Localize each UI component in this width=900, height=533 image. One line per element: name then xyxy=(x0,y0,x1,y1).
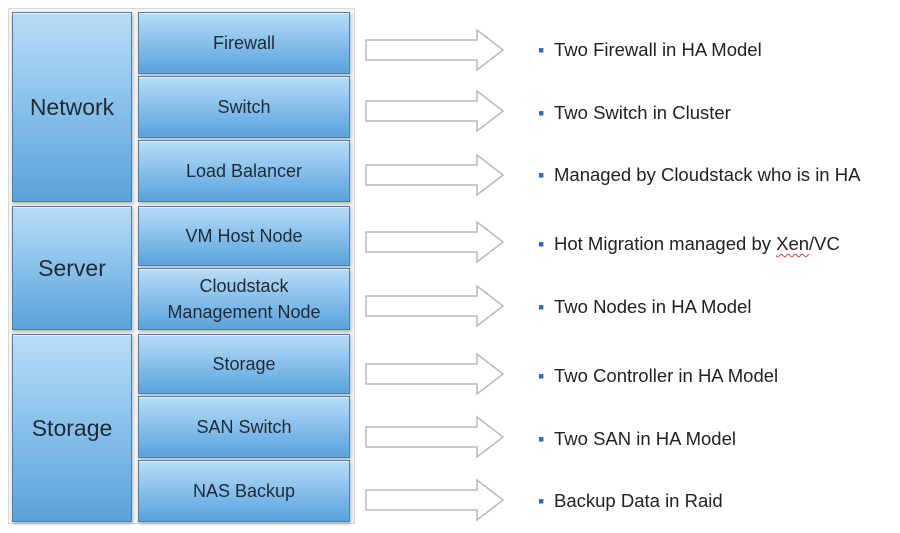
group-network-label: Network xyxy=(29,93,115,120)
item-load-balancer-label: Load Balancer xyxy=(185,161,303,181)
note-nas-backup: ▪ Backup Data in Raid xyxy=(538,486,723,516)
item-nas-backup-label: NAS Backup xyxy=(192,481,296,501)
item-san-switch-label: SAN Switch xyxy=(196,417,292,437)
square-bullet-icon: ▪ xyxy=(538,365,545,386)
square-bullet-icon: ▪ xyxy=(538,490,545,511)
note-text: Backup Data in Raid xyxy=(554,490,723,511)
note-text: Hot Migration managed by Xen/VC xyxy=(554,233,840,255)
square-bullet-icon: ▪ xyxy=(538,428,545,449)
item-switch-label: Switch xyxy=(217,97,271,117)
note-text: Two Firewall in HA Model xyxy=(554,39,762,60)
note-load-balancer: ▪ Managed by Cloudstack who is in HA xyxy=(538,160,860,190)
item-nas-backup: NAS Backup xyxy=(138,460,350,522)
group-storage-label: Storage xyxy=(31,414,113,441)
item-vm-host-node: VM Host Node xyxy=(138,206,350,266)
right-arrow-icon xyxy=(365,415,505,459)
right-arrow-icon xyxy=(365,153,505,197)
right-arrow-icon xyxy=(365,89,505,133)
note-switch: ▪ Two Switch in Cluster xyxy=(538,98,731,128)
group-server-label: Server xyxy=(38,254,106,281)
item-storage: Storage xyxy=(138,334,350,394)
square-bullet-icon: ▪ xyxy=(538,39,545,60)
note-text: Two SAN in HA Model xyxy=(554,428,736,449)
note-text-before: Hot Migration managed by xyxy=(554,233,777,254)
square-bullet-icon: ▪ xyxy=(538,102,545,123)
right-arrow-icon xyxy=(365,284,505,328)
item-vm-host-node-label: VM Host Node xyxy=(185,226,303,246)
right-arrow-icon xyxy=(365,220,505,264)
right-arrow-icon xyxy=(365,28,505,72)
item-cloudstack-label-line1: Cloudstack xyxy=(199,276,289,296)
square-bullet-icon: ▪ xyxy=(538,233,545,254)
note-storage: ▪ Two Controller in HA Model xyxy=(538,361,778,391)
note-san-switch: ▪ Two SAN in HA Model xyxy=(538,424,736,454)
item-firewall-label: Firewall xyxy=(212,33,275,53)
note-cloudstack: ▪ Two Nodes in HA Model xyxy=(538,292,751,322)
item-load-balancer: Load Balancer xyxy=(138,140,350,202)
group-storage: Storage xyxy=(12,334,132,522)
note-text-after: /VC xyxy=(809,233,840,254)
item-storage-label: Storage xyxy=(212,354,276,374)
group-network: Network xyxy=(12,12,132,202)
note-vm-host-node: ▪ Hot Migration managed by Xen/VC xyxy=(538,229,840,259)
note-text-underlined: Xen xyxy=(776,233,810,254)
note-text: Two Switch in Cluster xyxy=(554,102,731,123)
item-cloudstack-label-line2: Management Node xyxy=(167,302,321,322)
note-text: Two Nodes in HA Model xyxy=(554,296,752,317)
note-text: Two Controller in HA Model xyxy=(554,365,779,386)
item-switch: Switch xyxy=(138,76,350,138)
note-firewall: ▪ Two Firewall in HA Model xyxy=(538,35,762,65)
square-bullet-icon: ▪ xyxy=(538,164,545,185)
square-bullet-icon: ▪ xyxy=(538,296,545,317)
right-arrow-icon xyxy=(365,478,505,522)
group-server: Server xyxy=(12,206,132,330)
item-san-switch: SAN Switch xyxy=(138,396,350,458)
right-arrow-icon xyxy=(365,352,505,396)
item-cloudstack-management-node: Cloudstack Management Node xyxy=(138,268,350,330)
item-firewall: Firewall xyxy=(138,12,350,74)
note-text: Managed by Cloudstack who is in HA xyxy=(554,164,861,185)
